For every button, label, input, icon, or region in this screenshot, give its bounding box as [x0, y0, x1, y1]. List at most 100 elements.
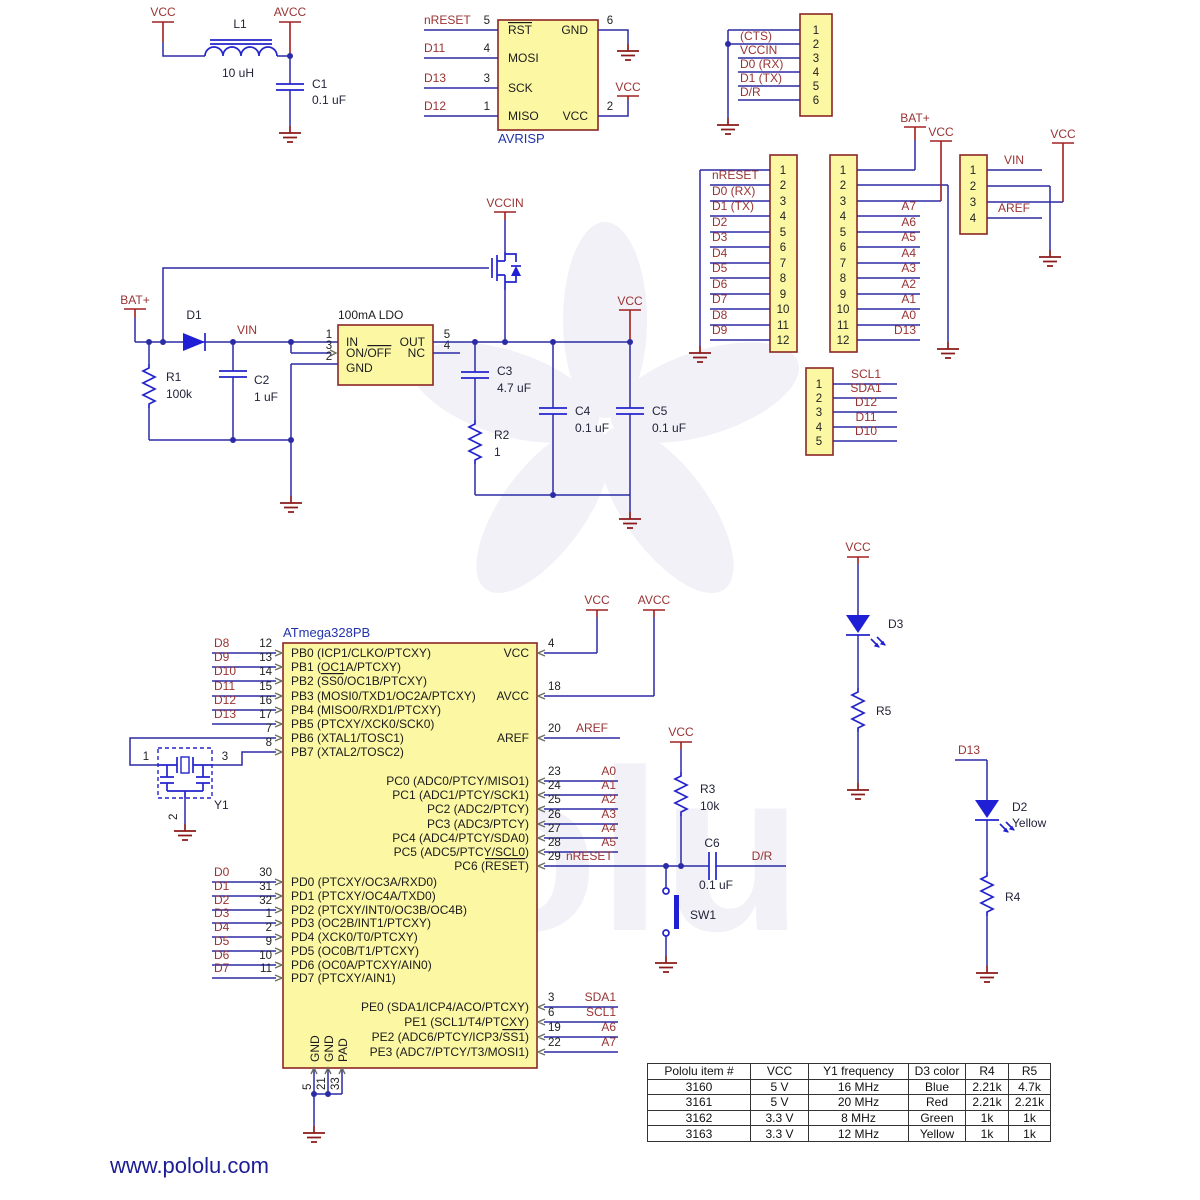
pin-number: 11: [260, 963, 272, 975]
r5-ref: R5: [876, 704, 892, 718]
c3-value: 4.7 uF: [497, 381, 531, 395]
c1-ref: C1: [312, 77, 328, 91]
pin-number: 11: [777, 320, 789, 332]
mcu-pin-label: PD1 (PTCXY/OC4A/TXD0): [291, 889, 436, 903]
led-d2-symbol: [974, 799, 1016, 834]
pin-number: 3: [970, 197, 976, 209]
resistor-r5-symbol: [851, 687, 865, 733]
net-label: D3: [712, 230, 728, 244]
net-label: A3: [601, 807, 616, 821]
pin-mosi: MOSI: [508, 51, 539, 65]
pin-number: 2: [266, 922, 272, 934]
net-nreset: nRESET: [424, 13, 471, 27]
mcu-pin-label: PB1 (OC1A/PTCXY): [291, 660, 401, 674]
net-d12: D12: [424, 99, 446, 113]
vcc-lead: [847, 556, 869, 564]
vcc-lead: [670, 741, 692, 750]
d1-ref: D1: [186, 308, 202, 322]
r2-ref: R2: [494, 428, 510, 442]
c4-ref: C4: [575, 404, 591, 418]
net-d0rx: D0 (RX): [740, 57, 783, 71]
net-d1tx: D1 (TX): [740, 71, 782, 85]
pin-number: 18: [548, 681, 561, 693]
vcc-supply-label: VCC: [615, 80, 641, 94]
c5-value: 0.1 uF: [652, 421, 686, 435]
mcu-pin-label: PE2 (ADC6/PTCY/ICP3/SS1): [372, 1030, 529, 1044]
net-label: D2: [712, 215, 728, 229]
pin-number: 2: [813, 39, 819, 51]
mcu-pin-gnd: GND: [308, 1035, 322, 1062]
net-label: A2: [601, 792, 616, 806]
pin-number: 4: [444, 340, 451, 352]
wires: [699, 169, 770, 346]
led-circuits-section: VCC D3 R5 D13 D2 Yellow R4: [845, 540, 1047, 983]
ldo-box: [337, 324, 434, 386]
wires: [987, 169, 1063, 250]
net-label: A0: [901, 308, 916, 322]
pin-number: 27: [548, 823, 561, 835]
cell: 1k: [965, 1125, 1009, 1142]
pin-number: 29: [548, 851, 561, 863]
cell: 1k: [1008, 1125, 1051, 1142]
batplus-label: BAT+: [120, 293, 149, 307]
cell: 1k: [965, 1109, 1009, 1127]
mcu-pin-label: PD7 (PTCXY/AIN1): [291, 971, 396, 985]
net-label: D13: [894, 323, 916, 337]
pin-number: 2: [780, 180, 786, 192]
aref-net-label: AREF: [576, 721, 608, 735]
net-label: D0 (RX): [712, 184, 755, 198]
net-label: D13: [214, 707, 236, 721]
net-label: SDA1: [585, 990, 617, 1004]
pin-number: 4: [548, 638, 555, 650]
inductor-l1-symbol: [204, 39, 278, 57]
mcu-pin-label: PC2 (ADC2/PTCY): [427, 802, 529, 816]
junction-dot: [725, 41, 731, 47]
junction-dot: [287, 53, 293, 59]
cell: Yellow: [908, 1125, 966, 1142]
cell: Red: [908, 1094, 966, 1111]
c2-value: 1 uF: [254, 390, 278, 404]
mcu-title: ATmega328PB: [283, 625, 370, 640]
net-label: D7: [712, 292, 728, 306]
c4-value: 0.1 uF: [575, 421, 609, 435]
cell: 2.21k: [965, 1094, 1009, 1111]
mcu-pin-label: PB5 (PTCXY/XCK0/SCK0): [291, 717, 434, 731]
mcu-section: ATmega328PB D8 D9 D10 D11 D12 D13 12 13 …: [129, 593, 671, 1143]
pin-number: 4: [970, 213, 977, 225]
pin-number: 2: [840, 180, 846, 192]
vcc-supply-label: VCC: [584, 593, 610, 607]
r1-value: 100k: [166, 387, 193, 401]
pin-number: 10: [777, 304, 790, 316]
pin-number: 26: [548, 809, 561, 821]
pin-number: 6: [780, 242, 786, 254]
l1-ref: L1: [233, 17, 247, 31]
pin-number: 9: [780, 289, 786, 301]
col-header: Y1 frequency: [808, 1063, 909, 1080]
cell: 1k: [1008, 1109, 1051, 1127]
i2c-header-section: 1 2 3 4 5 SCL1 SDA1 D12 D11 D10: [805, 367, 897, 456]
pololu-star-watermark: olu: [411, 222, 802, 979]
pin-number: 7: [780, 258, 786, 270]
vcc-label: VCC: [150, 5, 176, 19]
junction-dot: [230, 339, 236, 345]
pin-number: 1: [780, 165, 786, 177]
vcc-label: VCC: [1050, 127, 1076, 141]
mosfet-body-diode: [511, 266, 521, 276]
pin-number: 3: [326, 340, 332, 352]
bat-lead: [124, 308, 146, 318]
r3-ref: R3: [700, 782, 716, 796]
analog-header-box: [829, 154, 858, 353]
pin-number: 15: [259, 681, 272, 693]
net-label: D4: [712, 246, 728, 260]
net-label: A4: [901, 246, 916, 260]
cell: 3.3 V: [750, 1109, 809, 1127]
c2-ref: C2: [254, 373, 270, 387]
mcu-pin-label: PD5 (OC0B/T1/PTCXY): [291, 944, 419, 958]
net-label: A7: [901, 199, 916, 213]
pin-number: 2: [607, 101, 613, 113]
c6-ref: C6: [704, 836, 720, 850]
net-label: D9: [214, 650, 230, 664]
vcc-lead: [617, 95, 639, 100]
